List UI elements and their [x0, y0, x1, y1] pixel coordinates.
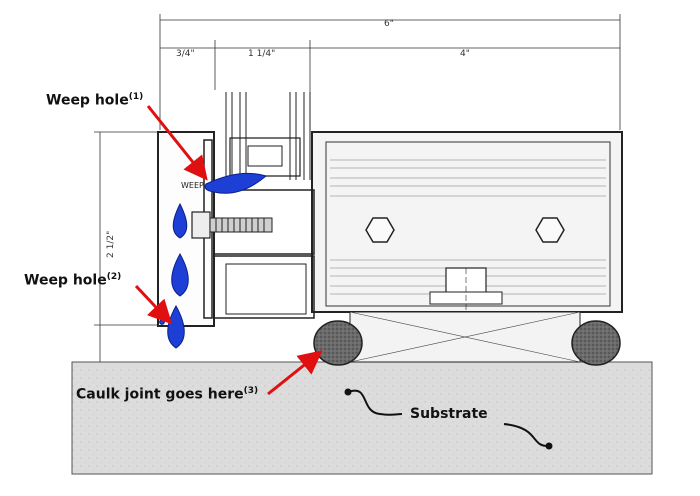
dimension-left: 3/4"	[176, 49, 195, 59]
weep-hole-2-note: (2)	[106, 272, 122, 282]
water-drops	[159, 172, 268, 349]
substrate-block	[71, 361, 653, 475]
caulk-bead-right	[571, 320, 621, 366]
substrate-text: Substrate	[410, 406, 488, 422]
caulk-joint-text: Caulk joint goes here	[76, 386, 244, 403]
dimension-height: 2 1/2"	[106, 231, 116, 258]
weep-hole-1-note: (1)	[128, 92, 144, 102]
substrate-leader-dot-left	[344, 388, 352, 396]
callout-arrows	[134, 105, 323, 396]
dimension-right: 4"	[460, 49, 470, 59]
substrate-leader-dot-right	[545, 442, 553, 450]
glazing-verticals	[225, 92, 311, 180]
dimension-middle: 1 1/4"	[248, 49, 275, 59]
setting-blocks	[349, 311, 581, 363]
weep-hole-1-text: Weep hole	[46, 92, 129, 109]
main-frame-tube	[311, 131, 623, 330]
weep-hole-1-label: Weep hole(1)	[46, 92, 143, 109]
caulk-bead-left	[313, 320, 363, 366]
substrate-label: Substrate	[410, 406, 488, 422]
caulk-joint-note: (3)	[243, 386, 259, 396]
caulk-joint-label: Caulk joint goes here(3)	[76, 386, 258, 403]
weep-frame-text: WEEP	[181, 181, 204, 190]
weep-hole-2-text: Weep hole	[24, 272, 107, 289]
fastener-bolt	[191, 211, 273, 239]
dimension-lines	[94, 14, 621, 362]
weep-hole-2-label: Weep hole(2)	[24, 272, 121, 289]
substrate-leader-lines	[347, 389, 549, 447]
dimension-overall: 6"	[384, 19, 394, 29]
